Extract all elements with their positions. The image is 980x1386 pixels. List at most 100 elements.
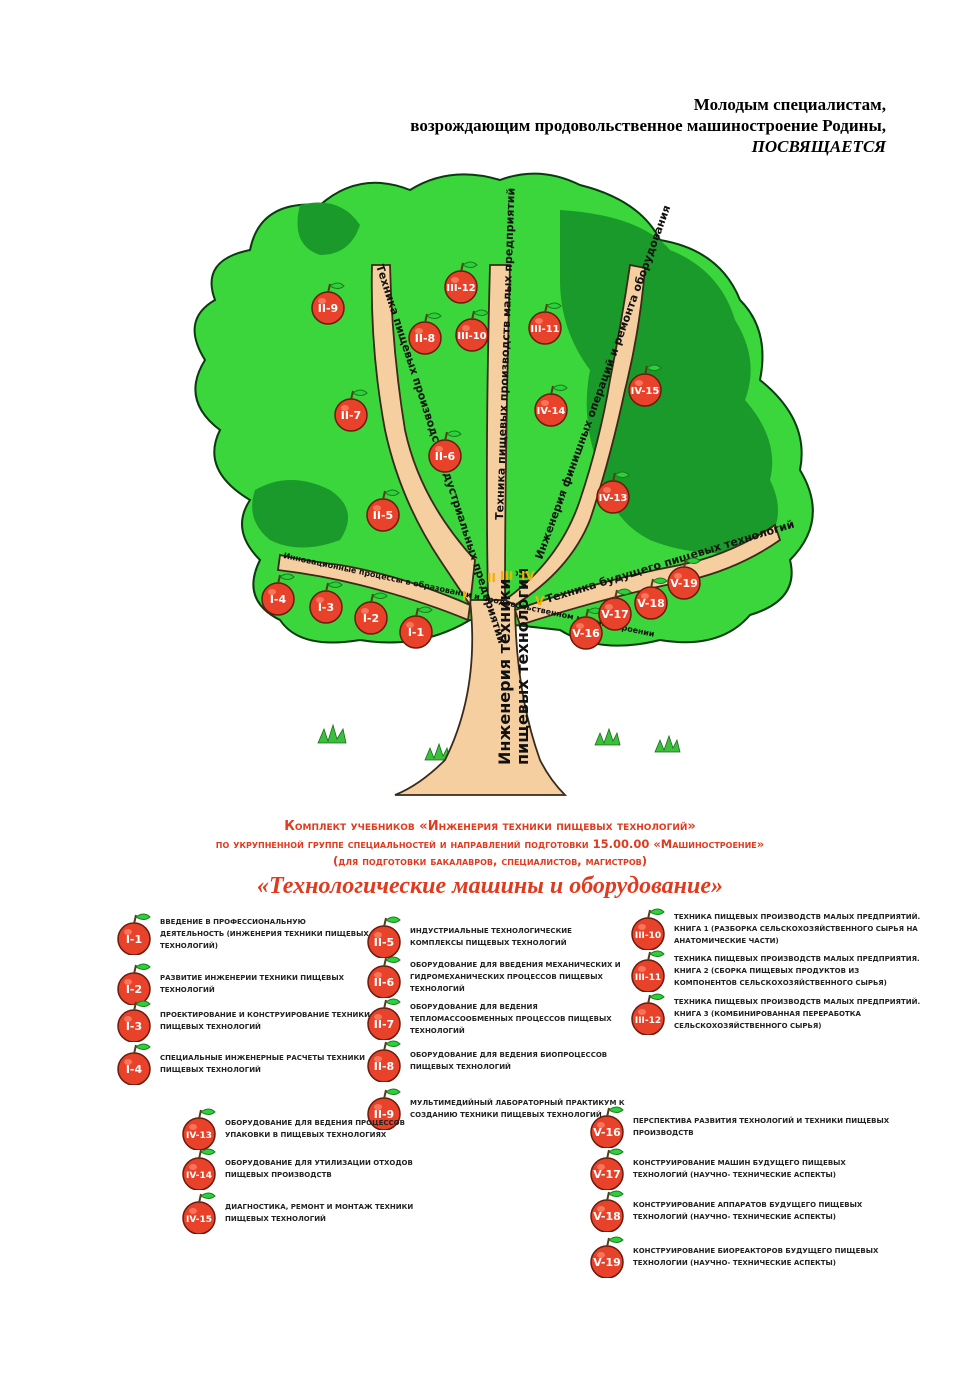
roman-numeral-V: V — [535, 594, 545, 608]
book-title: Проектирование и конструирование техники… — [160, 1011, 370, 1031]
svg-text:V-19: V-19 — [593, 1256, 621, 1269]
book-entry-II-7: II-7 Оборудование для ведения тепломассоо… — [362, 998, 640, 1040]
apple-icon: IV-15 — [177, 1192, 221, 1234]
tree-apples: I-1I-2I-3I-4II-5II-6II-7II-8II-9III-10II… — [261, 261, 701, 650]
svg-text:IV-14: IV-14 — [186, 1171, 212, 1181]
header-line-1: Комплект учебников «Инженерия техники пи… — [284, 819, 696, 834]
tree-apple-II-8: II-8 — [408, 312, 442, 355]
dedication-line-2: возрождающим продовольственное машиностр… — [410, 116, 886, 135]
book-entry-V-18: V-18Конструирование аппаратов будущего п… — [585, 1190, 893, 1232]
dedication-line-3: ПОСВЯЩАЕТСЯ — [751, 137, 886, 156]
apple-icon: IV-13 — [177, 1108, 221, 1150]
tree-apple-label: III-11 — [530, 324, 559, 335]
svg-text:I-2: I-2 — [126, 983, 142, 996]
book-entry-II-5: II-5 Индустриальные технологические компл… — [362, 916, 620, 958]
tree-apple-label: II-9 — [318, 302, 338, 315]
book-entry-V-16: V-16 Перспектива развития технологий и те… — [585, 1106, 893, 1148]
apple-icon: IV-14 — [177, 1148, 221, 1190]
svg-text:V-16: V-16 — [593, 1126, 621, 1139]
tree-apple-label: I-3 — [318, 601, 334, 614]
apple-icon: III-11 — [626, 950, 670, 992]
book-title: Введение в профессиональную деятельность… — [160, 918, 369, 950]
book-title: Техника пищевых производств малых предпр… — [674, 913, 921, 945]
book-entry-I-3: I-3 Проектирование и конструирование техн… — [112, 1000, 390, 1042]
book-entry-IV-13: IV-13Оборудование для ведения процессов … — [177, 1108, 425, 1150]
book-entry-III-11: III-11Техника пищевых производств малых … — [626, 950, 924, 992]
tree-apple-III-12: III-12 — [444, 261, 478, 304]
roman-numeral-IV: IV — [521, 569, 535, 583]
book-title: Техника пищевых производств малых предпр… — [674, 998, 921, 1030]
book-title: Перспектива развития технологий и техник… — [633, 1117, 890, 1137]
book-entry-III-12: III-12 Техника пищевых производств малых … — [626, 993, 924, 1035]
svg-text:II-5: II-5 — [374, 936, 394, 949]
book-entry-IV-15: IV-15 Диагностика, ремонт и монтаж техник… — [177, 1192, 425, 1234]
apple-icon: II-6 — [362, 956, 406, 998]
tree-apple-label: III-10 — [457, 331, 486, 342]
tree-apple-IV-13: IV-13 — [596, 471, 630, 514]
apple-icon: I-4 — [112, 1043, 156, 1085]
svg-text:III-12: III-12 — [635, 1016, 661, 1026]
tree-apple-II-7: II-7 — [334, 389, 368, 432]
book-title: Оборудование для введения механических и… — [410, 961, 621, 993]
tree-apple-II-5: II-5 — [366, 489, 400, 532]
header-line-3: (для подготовки бакалавров, специалистов… — [333, 854, 647, 868]
tree-apple-V-18: V-18 — [634, 577, 668, 620]
dedication: Молодым специалистам, возрождающим продо… — [410, 94, 886, 157]
svg-text:I-3: I-3 — [126, 1020, 142, 1033]
apple-icon: II-5 — [362, 916, 406, 958]
tree-apple-label: IV-15 — [631, 386, 660, 397]
tree-apple-II-9: II-9 — [311, 282, 345, 325]
svg-text:I-1: I-1 — [126, 933, 142, 946]
series-title: «Технологические машины и оборудование» — [257, 873, 723, 899]
roman-numeral-III: III — [500, 569, 513, 583]
svg-text:IV-15: IV-15 — [186, 1215, 212, 1225]
book-set-header: Комплект учебников «Инженерия техники пи… — [0, 818, 980, 870]
tree-apple-I-1: I-1 — [399, 606, 433, 649]
tree-apple-label: IV-13 — [599, 493, 628, 504]
knowledge-tree-illustration: Инженерия техники пищевых технологий Тех… — [193, 172, 814, 796]
book-title: Оборудование для ведения процессов упако… — [225, 1119, 405, 1139]
apple-icon: I-2 — [112, 963, 156, 1005]
tree-apple-label: II-6 — [435, 450, 456, 463]
apple-icon: V-19 — [585, 1236, 629, 1278]
book-entry-I-4: I-4Специальные инженерные расчеты техник… — [112, 1043, 390, 1085]
apple-icon: I-3 — [112, 1000, 156, 1042]
apple-icon: II-9 — [362, 1088, 406, 1130]
svg-text:II-7: II-7 — [374, 1018, 394, 1031]
tree-apple-label: I-2 — [363, 612, 379, 625]
book-entry-V-17: V-17Конструирование машин будущего пищев… — [585, 1148, 893, 1190]
apple-icon: III-12 — [626, 993, 670, 1035]
svg-text:II-8: II-8 — [374, 1060, 394, 1073]
book-title: Индустриальные технологические комплексы… — [410, 927, 572, 947]
tree-apple-label: V-16 — [572, 627, 600, 640]
apple-icon: II-8 — [362, 1040, 406, 1082]
svg-text:III-10: III-10 — [635, 931, 661, 941]
book-title: Техника пищевых производств малых предпр… — [674, 955, 920, 987]
tree-trunk — [276, 263, 782, 796]
apple-icon: II-7 — [362, 998, 406, 1040]
book-entry-II-6: II-6Оборудование для введения механическ… — [362, 956, 640, 998]
trunk-label-line-2: пищевых технологий — [513, 568, 532, 765]
book-title: Оборудование для ведения биопроцессов пи… — [410, 1051, 608, 1071]
tree-apple-label: V-17 — [601, 608, 629, 621]
tree-apple-I-3: I-3 — [309, 581, 343, 624]
book-title: Оборудование для ведения тепломассообмен… — [410, 1003, 612, 1035]
tree-apple-label: V-18 — [637, 597, 665, 610]
tree-apple-label: IV-14 — [537, 406, 566, 417]
apple-icon: V-16 — [585, 1106, 629, 1148]
tree-apple-label: III-12 — [446, 283, 475, 294]
book-title: Диагностика, ремонт и монтаж техники пищ… — [225, 1203, 414, 1223]
apple-icon: V-17 — [585, 1148, 629, 1190]
tree-apple-label: II-8 — [415, 332, 435, 345]
book-entry-V-19: V-19Конструирование биореакторов будущег… — [585, 1236, 903, 1278]
book-title: Специальные инженерные расчеты техники п… — [160, 1054, 366, 1074]
roman-numeral-I: I — [462, 589, 466, 603]
tree-apple-label: I-1 — [408, 626, 424, 639]
tree-apple-V-16: V-16 — [569, 607, 603, 650]
tree-apple-I-2: I-2 — [354, 592, 388, 635]
book-entry-II-8: II-8 Оборудование для ведения биопроцессо… — [362, 1040, 640, 1082]
book-title: Мультимедийный лабораторный практикум к … — [410, 1099, 625, 1119]
roman-numeral-II: II — [487, 571, 496, 585]
dedication-line-1: Молодым специалистам, — [693, 95, 886, 114]
tree-apple-II-6: II-6 — [428, 430, 462, 473]
